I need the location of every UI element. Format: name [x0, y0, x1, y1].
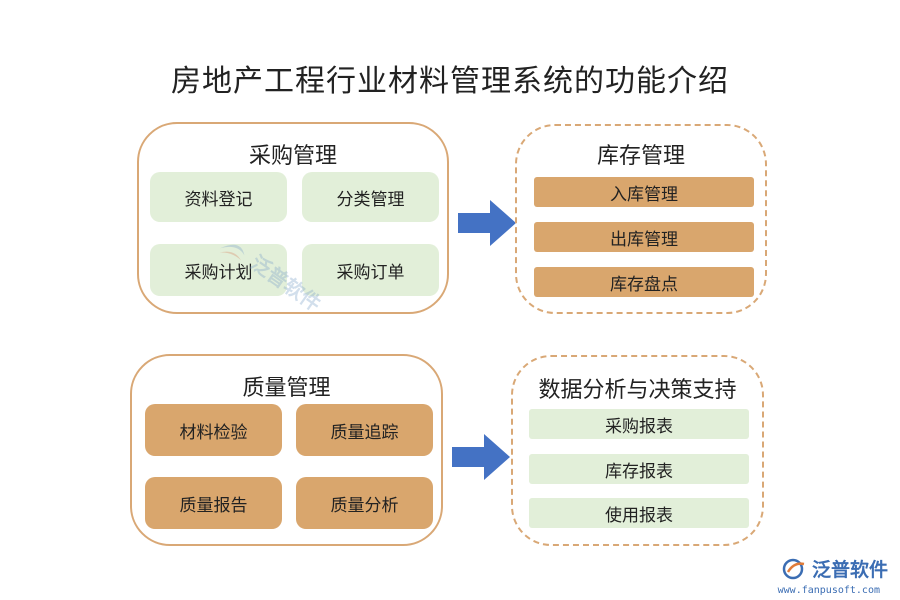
quality-item-1: 材料检验 [145, 404, 282, 456]
arrow-right-icon [452, 434, 510, 480]
procurement-item-2: 分类管理 [302, 172, 439, 222]
quality-panel: 质量管理 材料检验 质量追踪 质量报告 质量分析 [130, 354, 443, 546]
brand-logo-icon [782, 558, 805, 579]
procurement-panel: 采购管理 资料登记 分类管理 采购计划 采购订单 [137, 122, 449, 314]
inventory-title: 库存管理 [596, 144, 685, 169]
inventory-item-2: 出库管理 [534, 222, 754, 252]
procurement-item-3: 采购计划 [150, 244, 287, 296]
inventory-item-1: 入库管理 [534, 177, 754, 207]
analysis-item-1: 采购报表 [529, 409, 749, 439]
quality-title: 质量管理 [242, 376, 331, 401]
brand-url: www.fanpusoft.com [777, 585, 880, 596]
analysis-title: 数据分析与决策支持 [538, 378, 737, 403]
brand-logo: 泛普软件 [782, 555, 888, 582]
arrow-right-icon [458, 200, 516, 246]
inventory-item-3: 库存盘点 [534, 267, 754, 297]
brand-logo-text: 泛普软件 [811, 559, 888, 581]
page-title: 房地产工程行业材料管理系统的功能介绍 [171, 64, 729, 99]
watermark: 泛普软件 [215, 226, 328, 318]
watermark-logo-icon [219, 244, 245, 260]
quality-item-3: 质量报告 [145, 477, 282, 529]
procurement-item-4: 采购订单 [302, 244, 439, 296]
quality-item-2: 质量追踪 [296, 404, 433, 456]
procurement-title: 采购管理 [248, 144, 337, 169]
procurement-item-1: 资料登记 [150, 172, 287, 222]
inventory-panel: 库存管理 入库管理 出库管理 库存盘点 [515, 124, 767, 314]
analysis-item-3: 使用报表 [529, 498, 749, 528]
quality-item-4: 质量分析 [296, 477, 433, 529]
analysis-item-2: 库存报表 [529, 454, 749, 484]
analysis-panel: 数据分析与决策支持 采购报表 库存报表 使用报表 [511, 355, 764, 546]
